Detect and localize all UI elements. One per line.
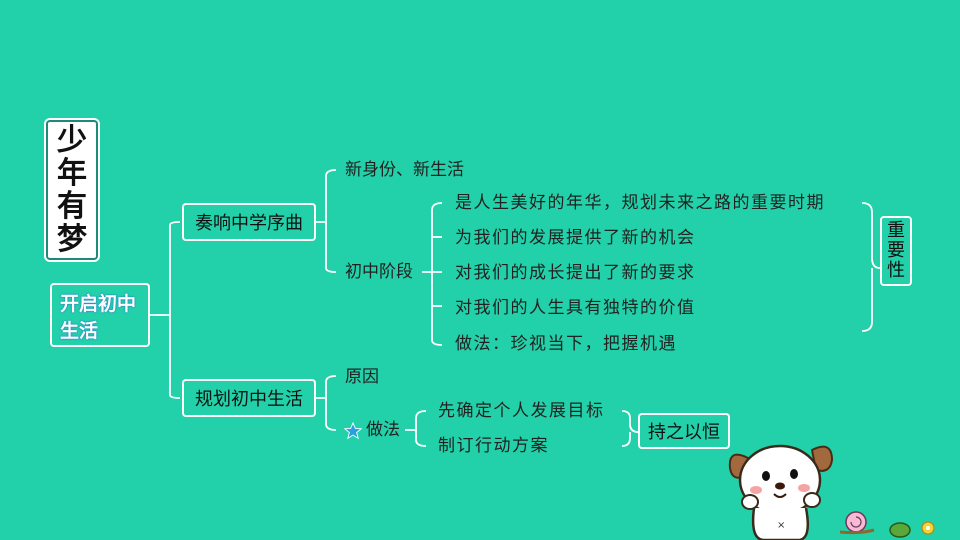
branch-box-prelude: 奏响中学序曲 [182, 203, 316, 241]
stage-point: 是人生美好的年华，规划未来之路的重要时期 [455, 193, 825, 213]
persevere-label: 持之以恒 [648, 422, 720, 443]
method-point: 制订行动方案 [438, 436, 549, 456]
method-point: 先确定个人发展目标 [438, 401, 605, 421]
stage-point: 做法：珍视当下，把握机遇 [455, 334, 677, 354]
title-char: 少 [57, 123, 87, 158]
importance-char: 要 [887, 240, 905, 261]
root-topic-line: 开启初中 [60, 293, 137, 315]
stage-point: 对我们的成长提出了新的要求 [455, 263, 696, 283]
leaf-stage: 初中阶段 [345, 262, 413, 282]
stage-point: 对我们的人生具有独特的价值 [455, 298, 696, 318]
title-char: 年 [57, 156, 87, 191]
leaf-reason: 原因 [345, 367, 379, 387]
leaf-method: 做法 [366, 420, 400, 440]
branch-box-plan: 规划初中生活 [182, 379, 316, 417]
title-char: 有 [57, 189, 87, 224]
puppy-illustration: × [728, 444, 935, 540]
root-topic-line: 生活 [60, 320, 99, 342]
importance-char: 性 [887, 260, 905, 281]
title-char: 梦 [57, 222, 87, 257]
stage-point: 为我们的发展提供了新的机会 [455, 228, 696, 248]
leaf-identity: 新身份、新生活 [345, 160, 464, 180]
importance-box: 重 要 性 [880, 216, 912, 286]
star-icon [344, 422, 362, 440]
branch-label: 规划初中生活 [195, 389, 303, 410]
persevere-box: 持之以恒 [638, 413, 730, 449]
svg-text:×: × [777, 520, 785, 531]
importance-char: 重 [887, 220, 905, 241]
root-topic-box: 开启初中 生活 [50, 283, 150, 347]
branch-label: 奏响中学序曲 [195, 213, 303, 234]
unit-title-box: 少 年 有 梦 [46, 120, 98, 260]
